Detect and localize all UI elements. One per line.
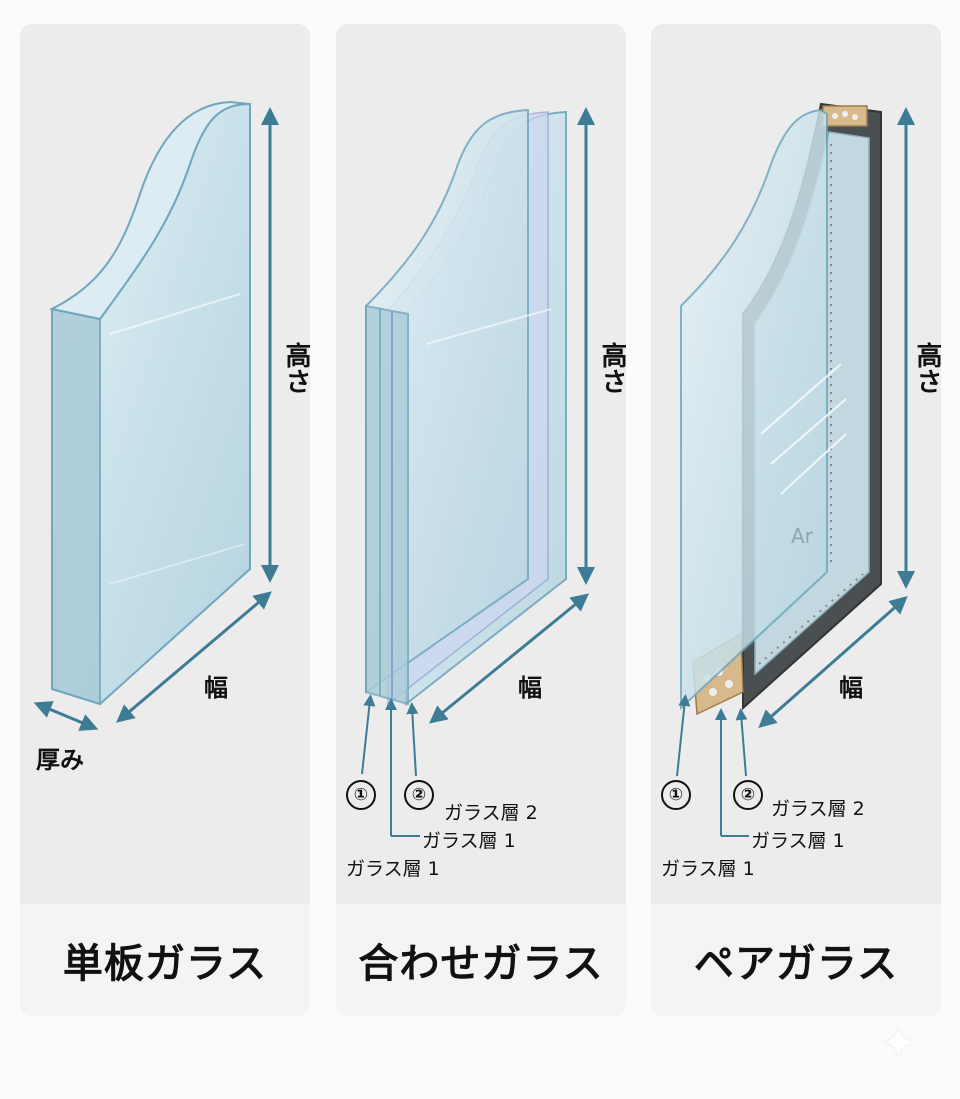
panel-title: 合わせガラス <box>336 904 626 1016</box>
height-label: 高さ <box>281 342 310 394</box>
layer-1-label-a: ガラス層 1 <box>422 830 516 852</box>
width-arrow <box>429 593 589 724</box>
marker-1: ① <box>346 780 376 810</box>
single-glass-illustration <box>33 100 279 731</box>
thickness-label: 厚み <box>36 746 84 774</box>
layer-2-label: ガラス層 2 <box>771 798 865 820</box>
marker-1: ① <box>661 780 691 810</box>
layer-1-label-b: ガラス層 1 <box>661 858 755 880</box>
marker-2: ② <box>404 780 434 810</box>
pair-glass-illustration <box>676 102 915 837</box>
height-label: 高さ <box>597 342 626 394</box>
width-label: 幅 <box>839 674 863 702</box>
panel-single-glass: 高さ 幅 厚み 単板ガラス <box>20 24 310 1016</box>
layer-1-label-a: ガラス層 1 <box>751 830 845 852</box>
panel-title: 単板ガラス <box>20 904 310 1016</box>
height-label: 高さ <box>912 342 941 394</box>
width-label: 幅 <box>204 674 228 702</box>
panel-title: ペアガラス <box>651 904 941 1016</box>
thickness-arrow <box>33 701 99 731</box>
argon-gas-label: Ar <box>791 524 813 548</box>
layer-2-label: ガラス層 2 <box>444 802 538 824</box>
laminated-glass-illustration <box>361 107 595 837</box>
width-arrow <box>758 596 908 728</box>
layer-1-label-b: ガラス層 1 <box>346 858 440 880</box>
panel-laminated-glass: 高さ 幅 ① ② ガラス層 2 ガラス層 1 ガラス層 1 合わせガラス <box>336 24 626 1016</box>
marker-2: ② <box>733 780 763 810</box>
panel-pair-glass: Ar 高さ 幅 ① ② ガラス層 2 ガラス層 1 ガラス層 1 ペアガラス <box>651 24 941 1016</box>
sparkle-icon: ✦ <box>880 1018 917 1069</box>
width-label: 幅 <box>518 674 542 702</box>
width-arrow <box>116 591 272 723</box>
